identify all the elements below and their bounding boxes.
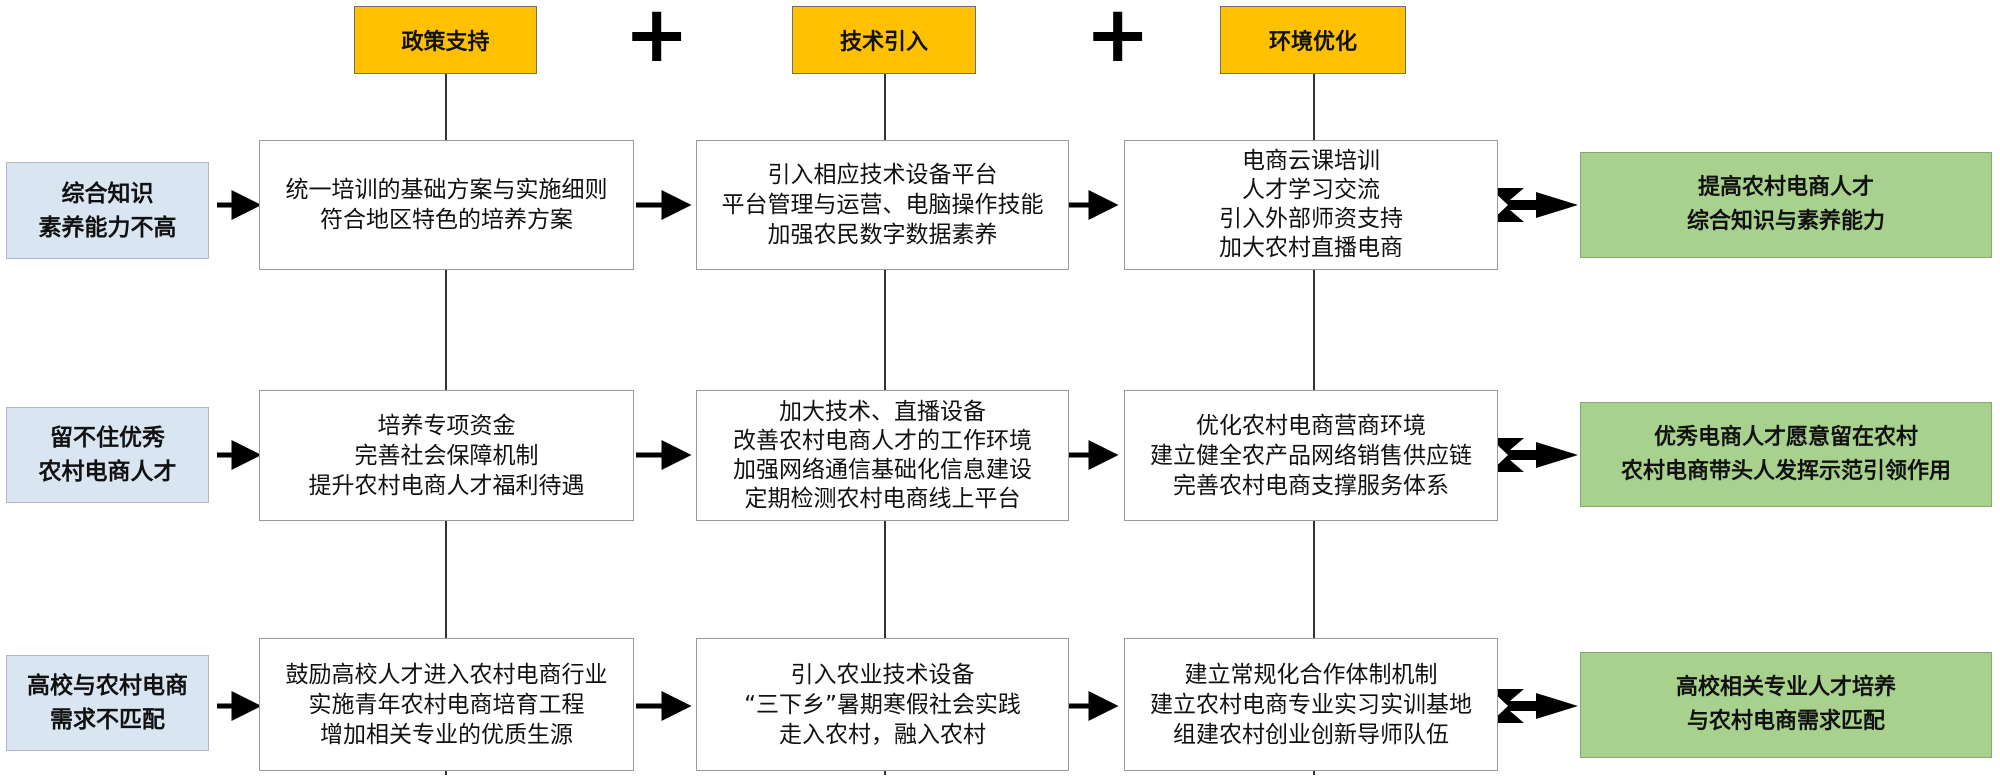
measure-line: 建立常规化合作体制机制 xyxy=(1184,661,1438,688)
header-tech-label: 技术引入 xyxy=(839,30,928,55)
measure-line: 建立健全农产品网络销售供应链 xyxy=(1150,442,1472,469)
measure-line: 引入外部师资支持 xyxy=(1219,206,1403,232)
measure-line: 加大农村直播电商 xyxy=(1219,235,1403,261)
measure-line: 增加相关专业的优质生源 xyxy=(320,721,573,748)
measure-line: 鼓励高校人才进入农村电商行业 xyxy=(285,661,608,688)
env-measure-box: 优化农村电商营商环境 建立健全农产品网络销售供应链 完善农村电商支撑服务体系 xyxy=(1124,390,1498,521)
measure-line: 建立农村电商专业实习实训基地 xyxy=(1150,691,1472,718)
problem-line: 高校与农村电商 xyxy=(27,673,188,699)
tech-measure-box: 加大技术、直播设备 改善农村电商人才的工作环境 加强网络通信基础化信息建设 定期… xyxy=(696,390,1069,521)
measure-line: 加强网络通信基础化信息建设 xyxy=(733,456,1032,483)
double-arrow xyxy=(1490,438,1578,472)
measure-line: 提升农村电商人才福利待遇 xyxy=(308,472,585,499)
double-arrow xyxy=(1490,188,1578,222)
env-measure-box: 建立常规化合作体制机制 建立农村电商专业实习实训基地 组建农村创业创新导师队伍 xyxy=(1124,638,1498,771)
result-line: 综合知识与素养能力 xyxy=(1686,209,1885,234)
measure-line: 完善农村电商支撑服务体系 xyxy=(1173,472,1449,499)
measure-line: 优化农村电商营商环境 xyxy=(1196,412,1426,439)
header-policy: 政策支持 xyxy=(354,6,537,74)
measure-line: 定期检测农村电商线上平台 xyxy=(744,485,1021,512)
measure-line: 完善社会保障机制 xyxy=(354,442,539,469)
header-policy-label: 政策支持 xyxy=(401,30,490,55)
result-box: 优秀电商人才愿意留在农村 农村电商带头人发挥示范引领作用 xyxy=(1580,402,1992,507)
measure-line: 统一培训的基础方案与实施细则 xyxy=(285,177,608,203)
problem-line: 留不住优秀 xyxy=(50,425,165,451)
plus-sign: + xyxy=(1085,0,1151,80)
measure-line: 改善农村电商人才的工作环境 xyxy=(733,427,1032,454)
result-line: 高校相关专业人才培养 xyxy=(1675,675,1896,700)
result-line: 提高农村电商人才 xyxy=(1697,175,1874,200)
problem-line: 需求不匹配 xyxy=(50,707,165,733)
result-line: 优秀电商人才愿意留在农村 xyxy=(1653,424,1918,450)
plus-sign: + xyxy=(624,0,690,80)
env-measure-box: 电商云课培训 人才学习交流 引入外部师资支持 加大农村直播电商 xyxy=(1124,140,1498,270)
tech-measure-box: 引入农业技术设备 “三下乡”暑期寒假社会实践 走入农村，融入农村 xyxy=(696,638,1069,771)
header-tech: 技术引入 xyxy=(792,6,976,74)
measure-line: 人才学习交流 xyxy=(1242,177,1380,203)
policy-measure-box: 统一培训的基础方案与实施细则 符合地区特色的培养方案 xyxy=(259,140,634,270)
measure-line: 平台管理与运营、电脑操作技能 xyxy=(721,192,1044,218)
result-box: 高校相关专业人才培养 与农村电商需求匹配 xyxy=(1580,652,1992,758)
measure-line: 组建农村创业创新导师队伍 xyxy=(1173,721,1449,748)
problem-box: 高校与农村电商 需求不匹配 xyxy=(6,655,209,751)
measure-line: 电商云课培训 xyxy=(1242,148,1380,174)
result-box: 提高农村电商人才 综合知识与素养能力 xyxy=(1580,152,1992,258)
problem-line: 素养能力不高 xyxy=(38,214,177,241)
problem-line: 综合知识 xyxy=(61,180,154,207)
measure-line: 加大技术、直播设备 xyxy=(779,398,986,425)
result-line: 与农村电商需求匹配 xyxy=(1686,709,1885,734)
measure-line: 加强农民数字数据素养 xyxy=(767,222,998,248)
problem-box: 留不住优秀 农村电商人才 xyxy=(6,407,209,503)
result-line: 农村电商带头人发挥示范引领作用 xyxy=(1620,458,1951,484)
measure-line: 符合地区特色的培养方案 xyxy=(320,207,573,233)
double-arrow xyxy=(1490,689,1578,723)
problem-box: 综合知识 素养能力不高 xyxy=(6,162,209,259)
measure-line: 引入相应技术设备平台 xyxy=(767,162,998,188)
measure-line: 实施青年农村电商培育工程 xyxy=(308,691,585,718)
measure-line: 引入农业技术设备 xyxy=(790,661,975,688)
measure-line: “三下乡”暑期寒假社会实践 xyxy=(744,691,1021,718)
measure-line: 培养专项资金 xyxy=(377,412,516,439)
problem-line: 农村电商人才 xyxy=(38,459,177,485)
header-env-label: 环境优化 xyxy=(1268,30,1357,55)
header-env: 环境优化 xyxy=(1220,6,1406,74)
policy-measure-box: 培养专项资金 完善社会保障机制 提升农村电商人才福利待遇 xyxy=(259,390,634,521)
measure-line: 走入农村，融入农村 xyxy=(779,721,986,748)
tech-measure-box: 引入相应技术设备平台 平台管理与运营、电脑操作技能 加强农民数字数据素养 xyxy=(696,140,1069,270)
policy-measure-box: 鼓励高校人才进入农村电商行业 实施青年农村电商培育工程 增加相关专业的优质生源 xyxy=(259,638,634,771)
